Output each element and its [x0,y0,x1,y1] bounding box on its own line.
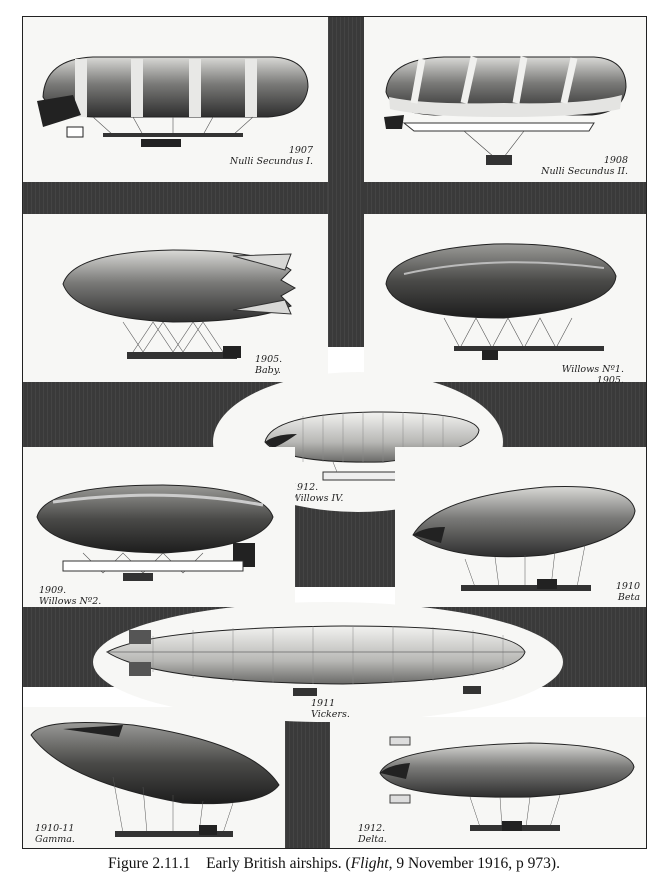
airship-year-label: 1911 [311,698,336,709]
airship-panel-beta: 1910 Beta [395,447,646,607]
airship-name-label: Beta [617,592,640,603]
caption-figure-number: Figure 2.11.1 [108,855,191,872]
caption-source: Flight [350,855,389,872]
airship-panel-willows-2: 1909. Willows Nº2. [23,447,295,607]
airship-name-label: Nulli Secundus I. [229,156,313,167]
airship-illustration [379,736,635,831]
airship-name-label: 1905. [596,375,624,386]
figure-caption: Figure 2.11.1 Early British airships. (F… [0,855,668,873]
airship-illustration [384,56,627,165]
airship-illustration [62,249,297,359]
airship-year-label: 1905. [255,354,283,365]
airship-panel-nulli-secundus-1: 1907 Nulli Secundus I. [23,17,328,182]
airship-illustration [412,486,636,591]
airship-name-label: Willows Nº2. [39,596,102,607]
airship-name-label: Delta. [358,834,387,845]
airship-panel-baby: 1905. Baby. [23,214,328,382]
airship-year-label: Willows Nº1. [561,364,624,375]
airship-panel-vickers: 1911 Vickers. [93,602,563,722]
airship-illustration [30,722,280,837]
dark-band [295,505,395,587]
airship-year-label: 1908 [603,155,628,166]
caption-text: Early British airships. ( [206,855,351,872]
dark-band [328,17,364,347]
airship-panel-willows-1: Willows Nº1. 1905. [364,214,646,386]
airship-year-label: 1910-11 [35,823,75,834]
airship-year-label: 1912. [291,482,319,493]
airship-illustration [385,243,617,360]
airship-illustration [37,56,309,147]
dark-band [285,717,330,848]
figure-plate: 1907 Nulli Secundus I. 1908 Nulli Secund… [22,16,647,849]
caption-source-detail: , 9 November 1916, p 973). [388,855,560,872]
airship-name-label: Vickers. [311,709,350,720]
airship-year-label: 1909. [39,585,67,596]
airship-name-label: Willows IV. [291,493,344,504]
airship-year-label: 1907 [288,145,313,156]
airship-panel-gamma: 1910-11 Gamma. [23,707,285,848]
airship-panel-nulli-secundus-2: 1908 Nulli Secundus II. [364,17,646,182]
airship-name-label: Baby. [255,365,281,376]
airship-year-label: 1912. [358,823,386,834]
airship-name-label: Gamma. [35,834,75,845]
airship-illustration [36,484,274,581]
airship-name-label: Nulli Secundus II. [541,166,628,177]
airship-year-label: 1910 [615,581,640,592]
airship-panel-delta: 1912. Delta. [330,717,646,848]
airship-illustration [106,625,526,696]
